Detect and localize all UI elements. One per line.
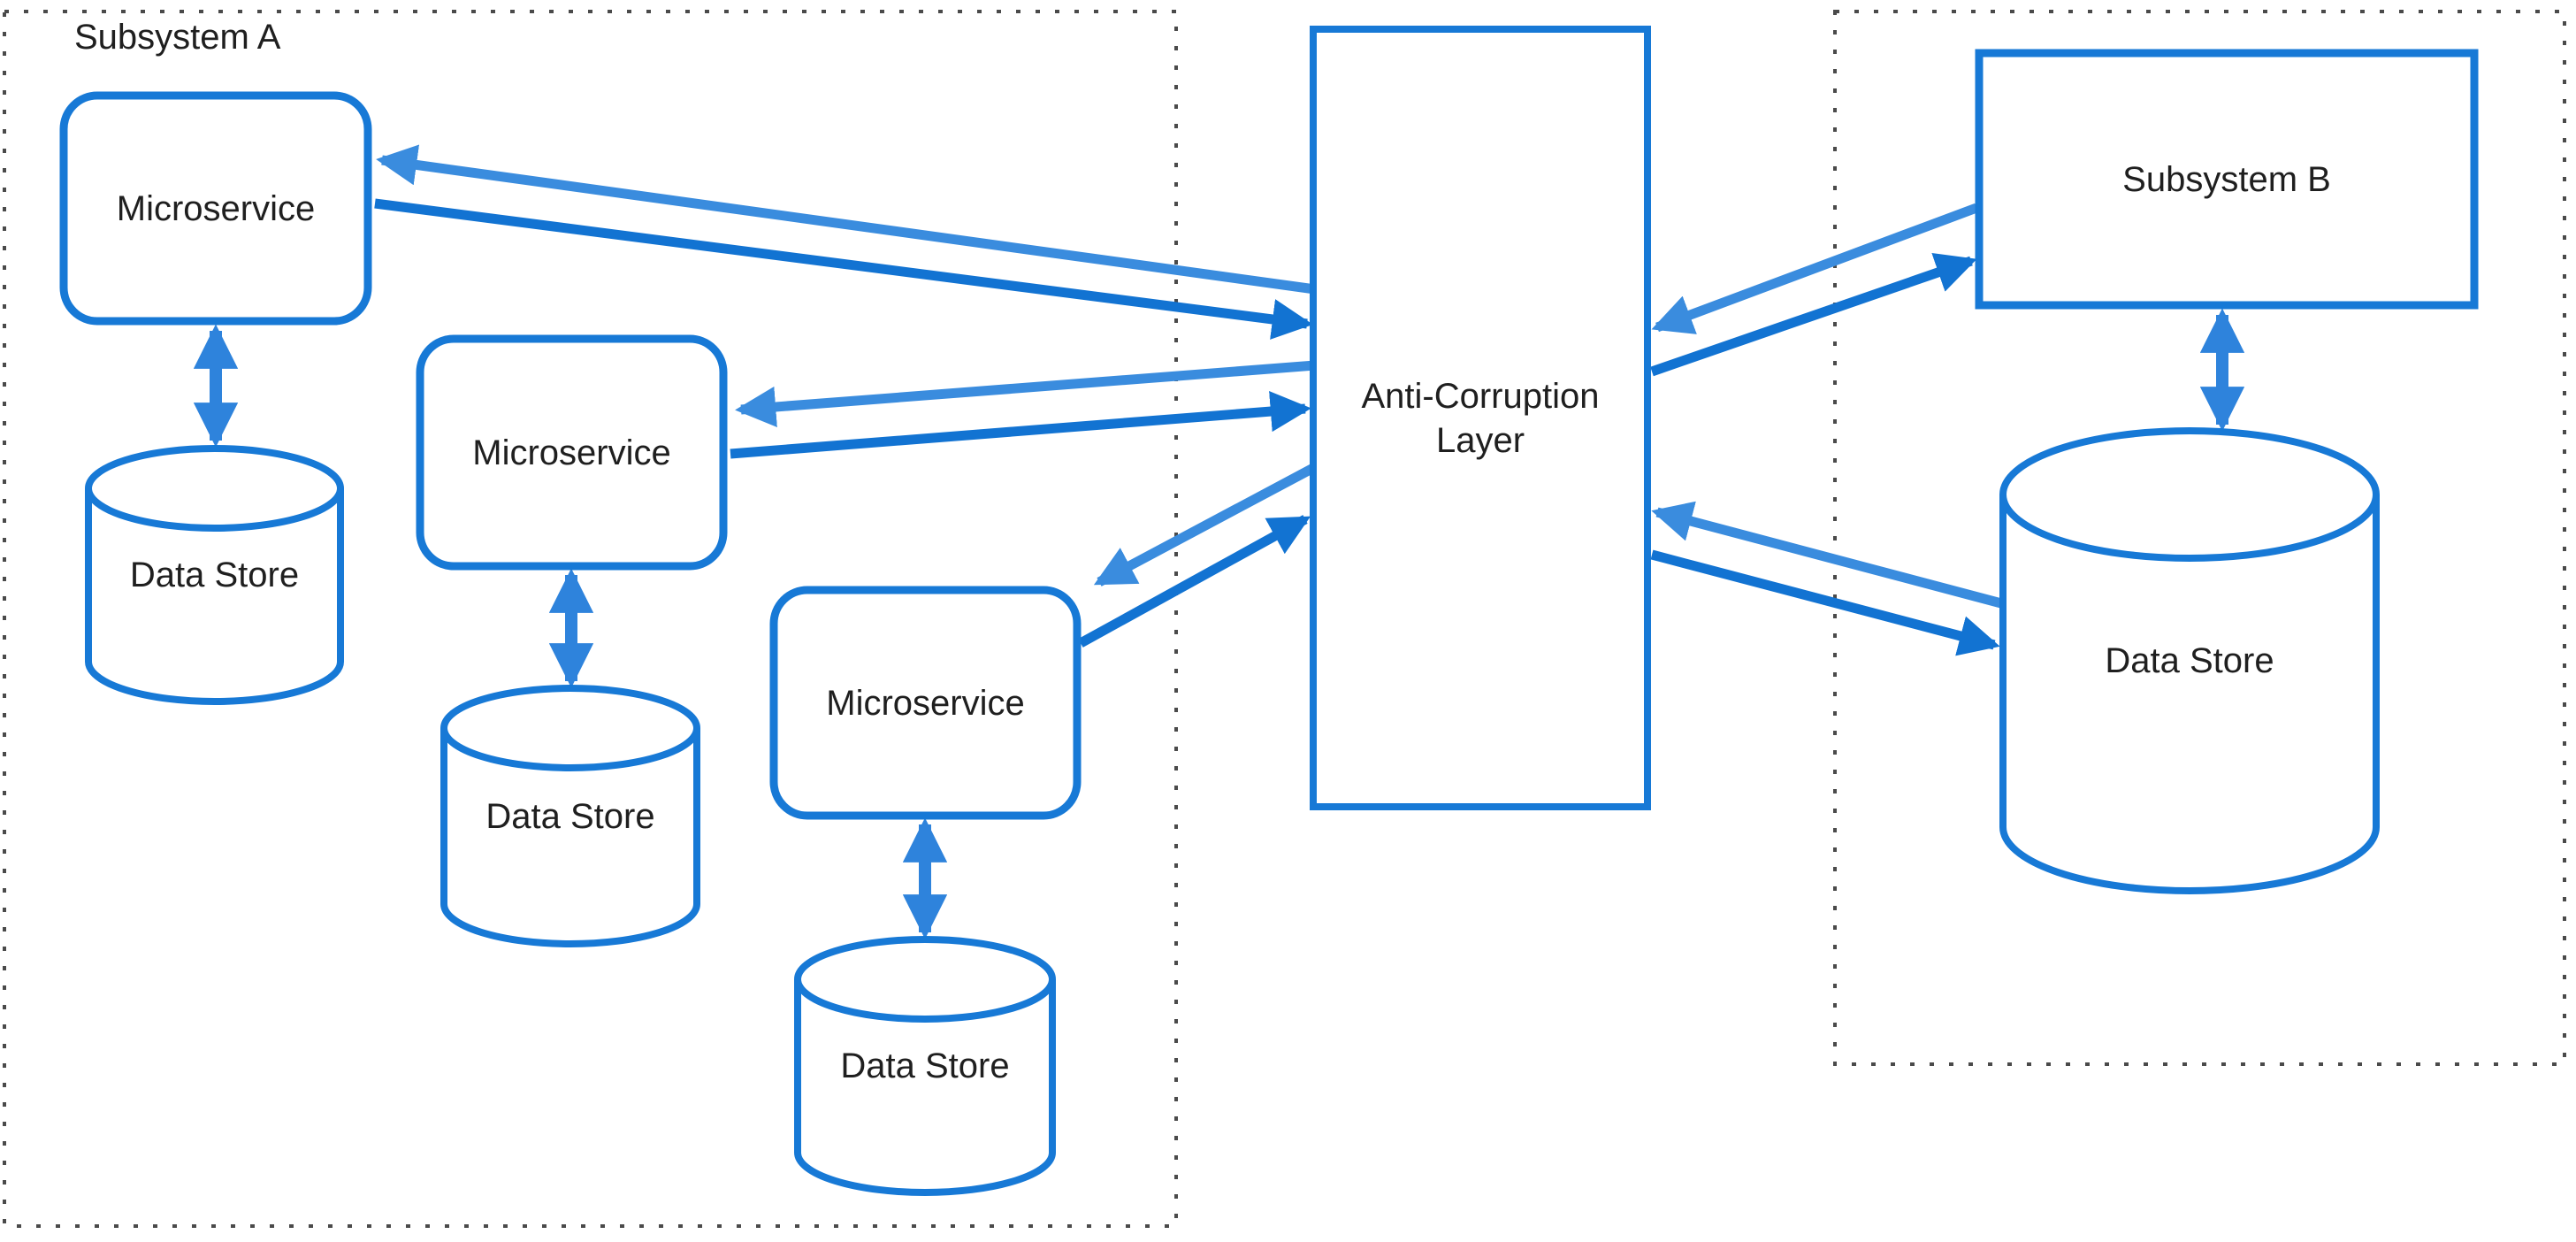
edge-microservice-2-to-acl [730,391,1311,459]
edge-microservice-3-to-acl [1078,515,1311,648]
edge-data-store-b-to-acl [1651,501,2003,609]
edge-acl-to-microservice-1 [376,144,1316,295]
subsystem-a-container [3,10,1178,1228]
anti-corruption-layer-box [1310,26,1651,810]
edge-acl-to-microservice-2 [735,360,1316,428]
edge-microservice-1-to-acl [374,198,1313,340]
data-store-b-cylinder [1999,427,2380,894]
edge-subsystem-b-to-acl [1651,203,1978,334]
microservice-2-box [416,334,728,571]
edge-acl-to-data-store-b [1650,549,2000,656]
microservice-3-box [769,586,1082,820]
data-store-1-cylinder [85,445,344,705]
edge-acl-to-subsystem-b [1650,253,1977,377]
data-store-3-cylinder [794,936,1056,1196]
subsystem-b-container [1833,10,2566,1066]
subsystem-b-box [1975,49,2479,310]
edge-acl-to-microservice-3 [1093,463,1318,586]
data-store-2-cylinder [440,685,700,947]
microservice-1-box [59,91,372,326]
